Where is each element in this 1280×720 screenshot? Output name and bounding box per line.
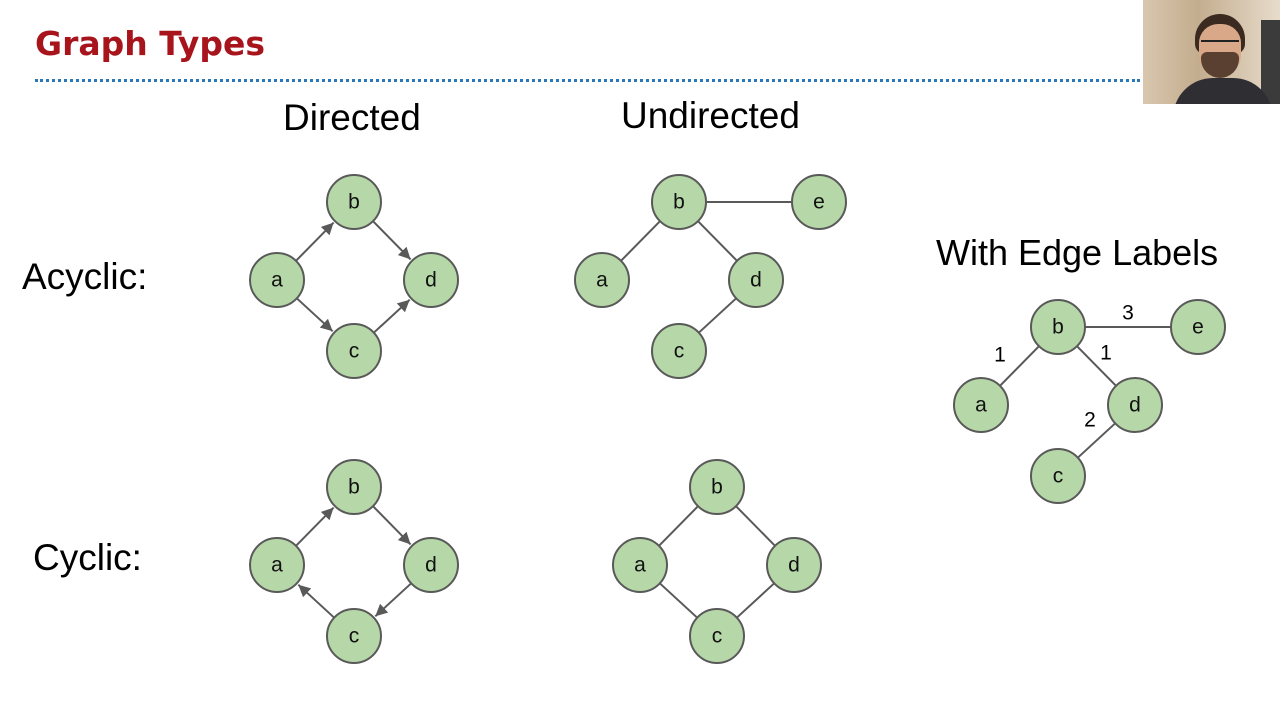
undirected-cyclic-edge-c-a bbox=[659, 582, 698, 619]
title-divider bbox=[35, 79, 1140, 82]
row-heading-cyclic: Cyclic: bbox=[33, 537, 142, 578]
heading-with-edge-labels: With Edge Labels bbox=[936, 232, 1219, 273]
directed-cyclic-edge-a-b bbox=[295, 506, 335, 547]
undirected-acyclic-node-label-c: c bbox=[674, 340, 685, 363]
undirected-cyclic-edge-d-c bbox=[736, 582, 775, 619]
directed-cyclic-node-label-b: b bbox=[348, 476, 360, 499]
undirected-acyclic-edge-c-d bbox=[698, 297, 737, 334]
edge-labels-node-c: c bbox=[1030, 448, 1086, 504]
slide-title: Graph Types bbox=[35, 24, 265, 63]
undirected-cyclic-node-c: c bbox=[689, 608, 745, 664]
undirected-acyclic-edge-a-b bbox=[620, 220, 661, 262]
undirected-acyclic-edge-b-d bbox=[697, 220, 738, 262]
directed-cyclic-node-c: c bbox=[326, 608, 382, 664]
directed-cyclic-node-label-c: c bbox=[349, 625, 360, 648]
edge-labels-edge-label-c-d: 2 bbox=[1084, 409, 1096, 432]
presenter-webcam bbox=[1143, 0, 1280, 104]
directed-acyclic-node-label-b: b bbox=[348, 191, 360, 214]
directed-acyclic-edge-b-d bbox=[372, 220, 412, 261]
directed-acyclic-edge-a-b bbox=[295, 221, 335, 262]
edge-labels-edge-c-d bbox=[1077, 422, 1116, 459]
undirected-acyclic-node-label-d: d bbox=[750, 269, 762, 292]
undirected-acyclic-node-label-e: e bbox=[813, 191, 825, 214]
directed-cyclic-node-a: a bbox=[249, 537, 305, 593]
directed-cyclic-edge-d-c bbox=[374, 582, 412, 618]
directed-acyclic-edge-a-c bbox=[296, 297, 334, 333]
undirected-acyclic-node-c: c bbox=[651, 323, 707, 379]
undirected-cyclic-node-label-d: d bbox=[788, 554, 800, 577]
undirected-cyclic-edge-b-d bbox=[735, 505, 776, 547]
directed-cyclic-node-label-d: d bbox=[425, 554, 437, 577]
directed-acyclic-node-label-d: d bbox=[425, 269, 437, 292]
column-heading-directed: Directed bbox=[283, 97, 421, 138]
undirected-cyclic-node-label-a: a bbox=[634, 554, 646, 577]
edge-labels-edge-label-a-b: 1 bbox=[994, 344, 1006, 367]
directed-cyclic-edge-c-a bbox=[297, 583, 335, 619]
directed-cyclic-node-label-a: a bbox=[271, 554, 283, 577]
column-heading-undirected: Undirected bbox=[621, 95, 800, 136]
undirected-acyclic-node-label-b: b bbox=[673, 191, 685, 214]
directed-cyclic-edge-b-d bbox=[372, 505, 412, 546]
row-heading-acyclic: Acyclic: bbox=[22, 256, 148, 297]
undirected-acyclic-node-b: b bbox=[651, 174, 707, 230]
edge-labels-node-label-a: a bbox=[975, 394, 987, 417]
directed-acyclic-node-c: c bbox=[326, 323, 382, 379]
directed-cyclic-node-b: b bbox=[326, 459, 382, 515]
edge-labels-node-b: b bbox=[1030, 299, 1086, 355]
undirected-cyclic-node-b: b bbox=[689, 459, 745, 515]
undirected-cyclic-node-a: a bbox=[612, 537, 668, 593]
directed-acyclic-node-b: b bbox=[326, 174, 382, 230]
undirected-cyclic-node-d: d bbox=[766, 537, 822, 593]
edge-labels-edge-label-b-d: 1 bbox=[1100, 342, 1112, 365]
directed-cyclic-node-d: d bbox=[403, 537, 459, 593]
undirected-acyclic-node-a: a bbox=[574, 252, 630, 308]
edge-labels-node-label-e: e bbox=[1192, 316, 1204, 339]
directed-acyclic-edge-c-d bbox=[373, 298, 411, 334]
directed-acyclic-node-label-a: a bbox=[271, 269, 283, 292]
undirected-acyclic-node-e: e bbox=[791, 174, 847, 230]
undirected-cyclic-node-label-b: b bbox=[711, 476, 723, 499]
edge-labels-node-label-b: b bbox=[1052, 316, 1064, 339]
directed-acyclic-node-a: a bbox=[249, 252, 305, 308]
undirected-acyclic-node-d: d bbox=[728, 252, 784, 308]
edge-labels-node-label-d: d bbox=[1129, 394, 1141, 417]
directed-acyclic-node-d: d bbox=[403, 252, 459, 308]
directed-acyclic-node-label-c: c bbox=[349, 340, 360, 363]
edge-labels-node-label-c: c bbox=[1053, 465, 1064, 488]
edge-labels-edge-a-b bbox=[999, 345, 1040, 387]
edge-labels-node-e: e bbox=[1170, 299, 1226, 355]
undirected-cyclic-node-label-c: c bbox=[712, 625, 723, 648]
undirected-acyclic-node-label-a: a bbox=[596, 269, 608, 292]
edge-labels-edge-b-d bbox=[1076, 345, 1117, 387]
edge-labels-node-a: a bbox=[953, 377, 1009, 433]
edge-labels-edge-label-b-e: 3 bbox=[1122, 302, 1134, 325]
edge-labels-node-d: d bbox=[1107, 377, 1163, 433]
undirected-cyclic-edge-a-b bbox=[658, 505, 699, 547]
